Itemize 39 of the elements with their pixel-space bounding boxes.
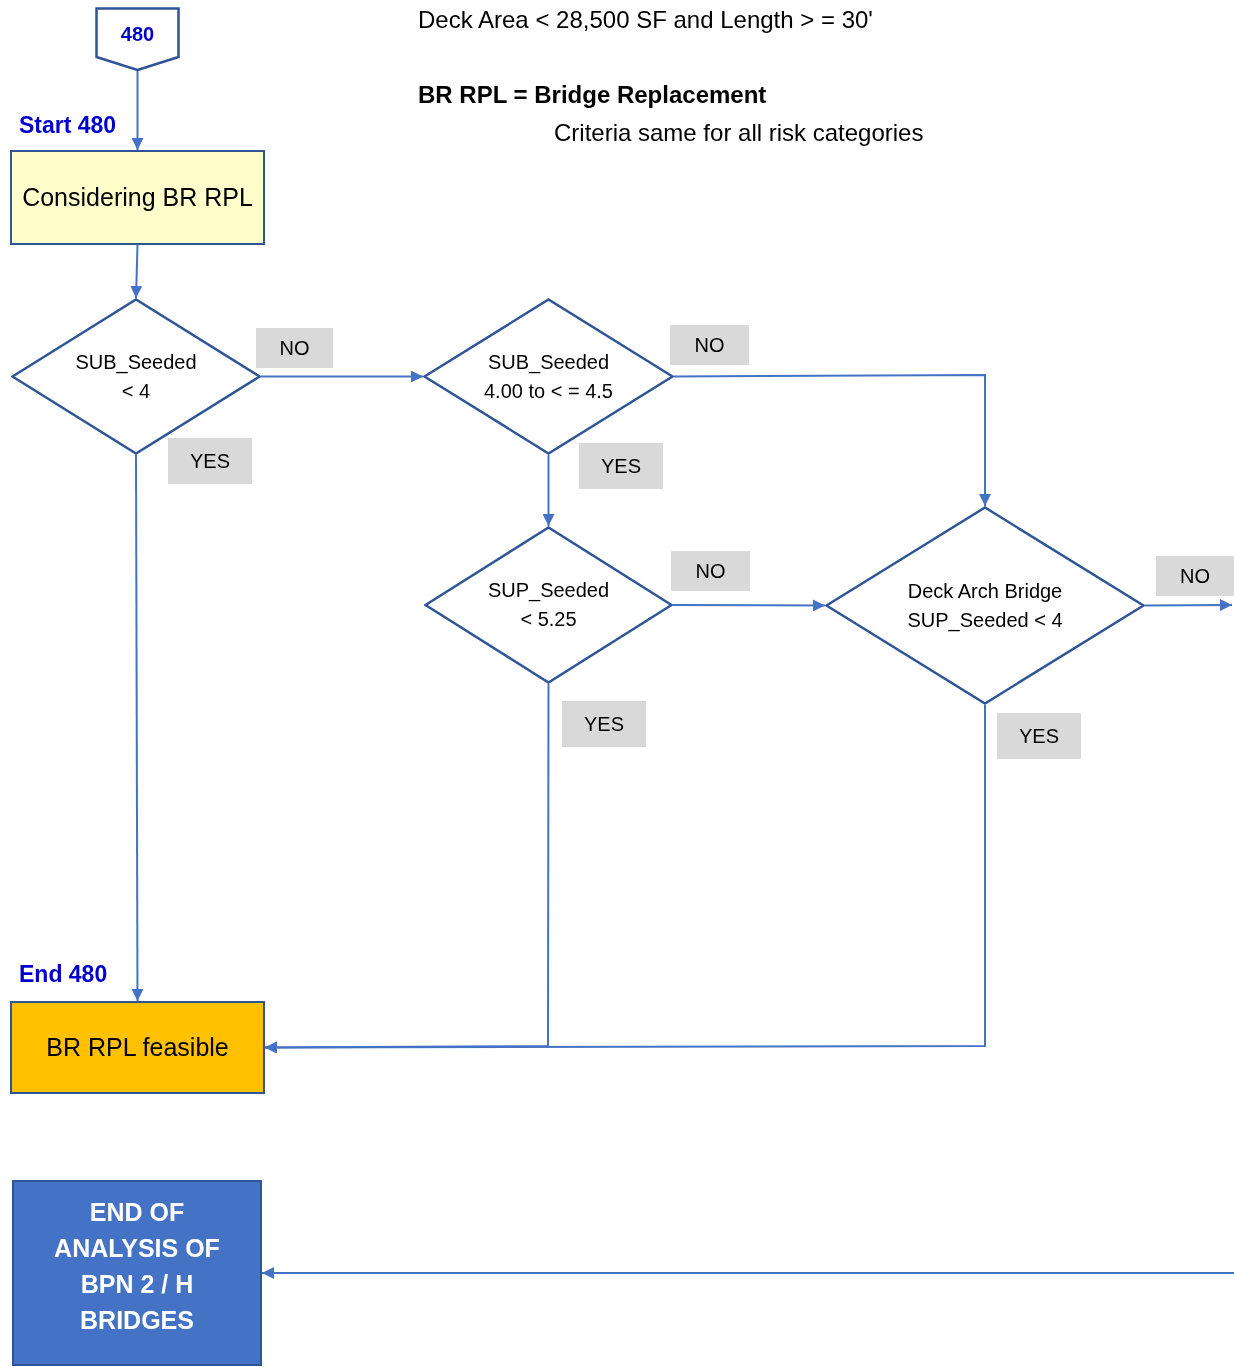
arrow bbox=[542, 454, 555, 527]
note-text: Criteria same for all risk categories bbox=[554, 118, 924, 148]
arrow bbox=[131, 454, 144, 1002]
arrow bbox=[264, 704, 986, 1054]
arrow bbox=[130, 244, 143, 299]
edge-label: YES bbox=[997, 713, 1081, 759]
node-text: SUP_Seeded < 5.25 bbox=[486, 578, 611, 632]
edge-label: NO bbox=[256, 328, 333, 368]
node-text: Deck Arch Bridge SUP_Seeded < 4 bbox=[906, 578, 1064, 634]
node-caption: Start 480 bbox=[19, 111, 117, 140]
arrow bbox=[261, 1267, 1234, 1279]
note-text: Deck Area < 28,500 SF and Length > = 30' bbox=[418, 5, 873, 35]
note-text: BR RPL = Bridge Replacement bbox=[418, 80, 767, 110]
decision-diamond bbox=[423, 298, 674, 455]
node-text: BR RPL feasible bbox=[46, 1032, 229, 1063]
edge-label: YES bbox=[579, 443, 663, 489]
node-caption: End 480 bbox=[19, 960, 108, 989]
edge-label: NO bbox=[1156, 556, 1234, 596]
edge-label: YES bbox=[168, 438, 252, 484]
node-text: SUB_Seeded < 4 bbox=[74, 349, 198, 404]
node-text: Considering BR RPL bbox=[22, 182, 253, 213]
terminal-box bbox=[12, 1180, 262, 1366]
edge-label: NO bbox=[671, 551, 750, 591]
edge-label: YES bbox=[562, 701, 646, 747]
node-text: SUB_Seeded 4.00 to < = 4.5 bbox=[483, 349, 614, 404]
off-page-connector bbox=[95, 7, 180, 71]
decision-diamond bbox=[11, 298, 261, 455]
arrow bbox=[131, 70, 144, 151]
result-box bbox=[10, 1001, 265, 1094]
process-box bbox=[10, 150, 265, 245]
edge-label: NO bbox=[670, 325, 749, 365]
arrow bbox=[672, 599, 826, 612]
arrow bbox=[1144, 599, 1233, 612]
decision-diamond bbox=[424, 526, 673, 684]
arrow bbox=[673, 374, 991, 507]
node-text: END OF ANALYSIS OF BPN 2 / H BRIDGES bbox=[54, 1197, 220, 1336]
node-text: 480 bbox=[120, 22, 155, 47]
arrow bbox=[260, 370, 424, 383]
decision-diamond bbox=[825, 506, 1145, 705]
